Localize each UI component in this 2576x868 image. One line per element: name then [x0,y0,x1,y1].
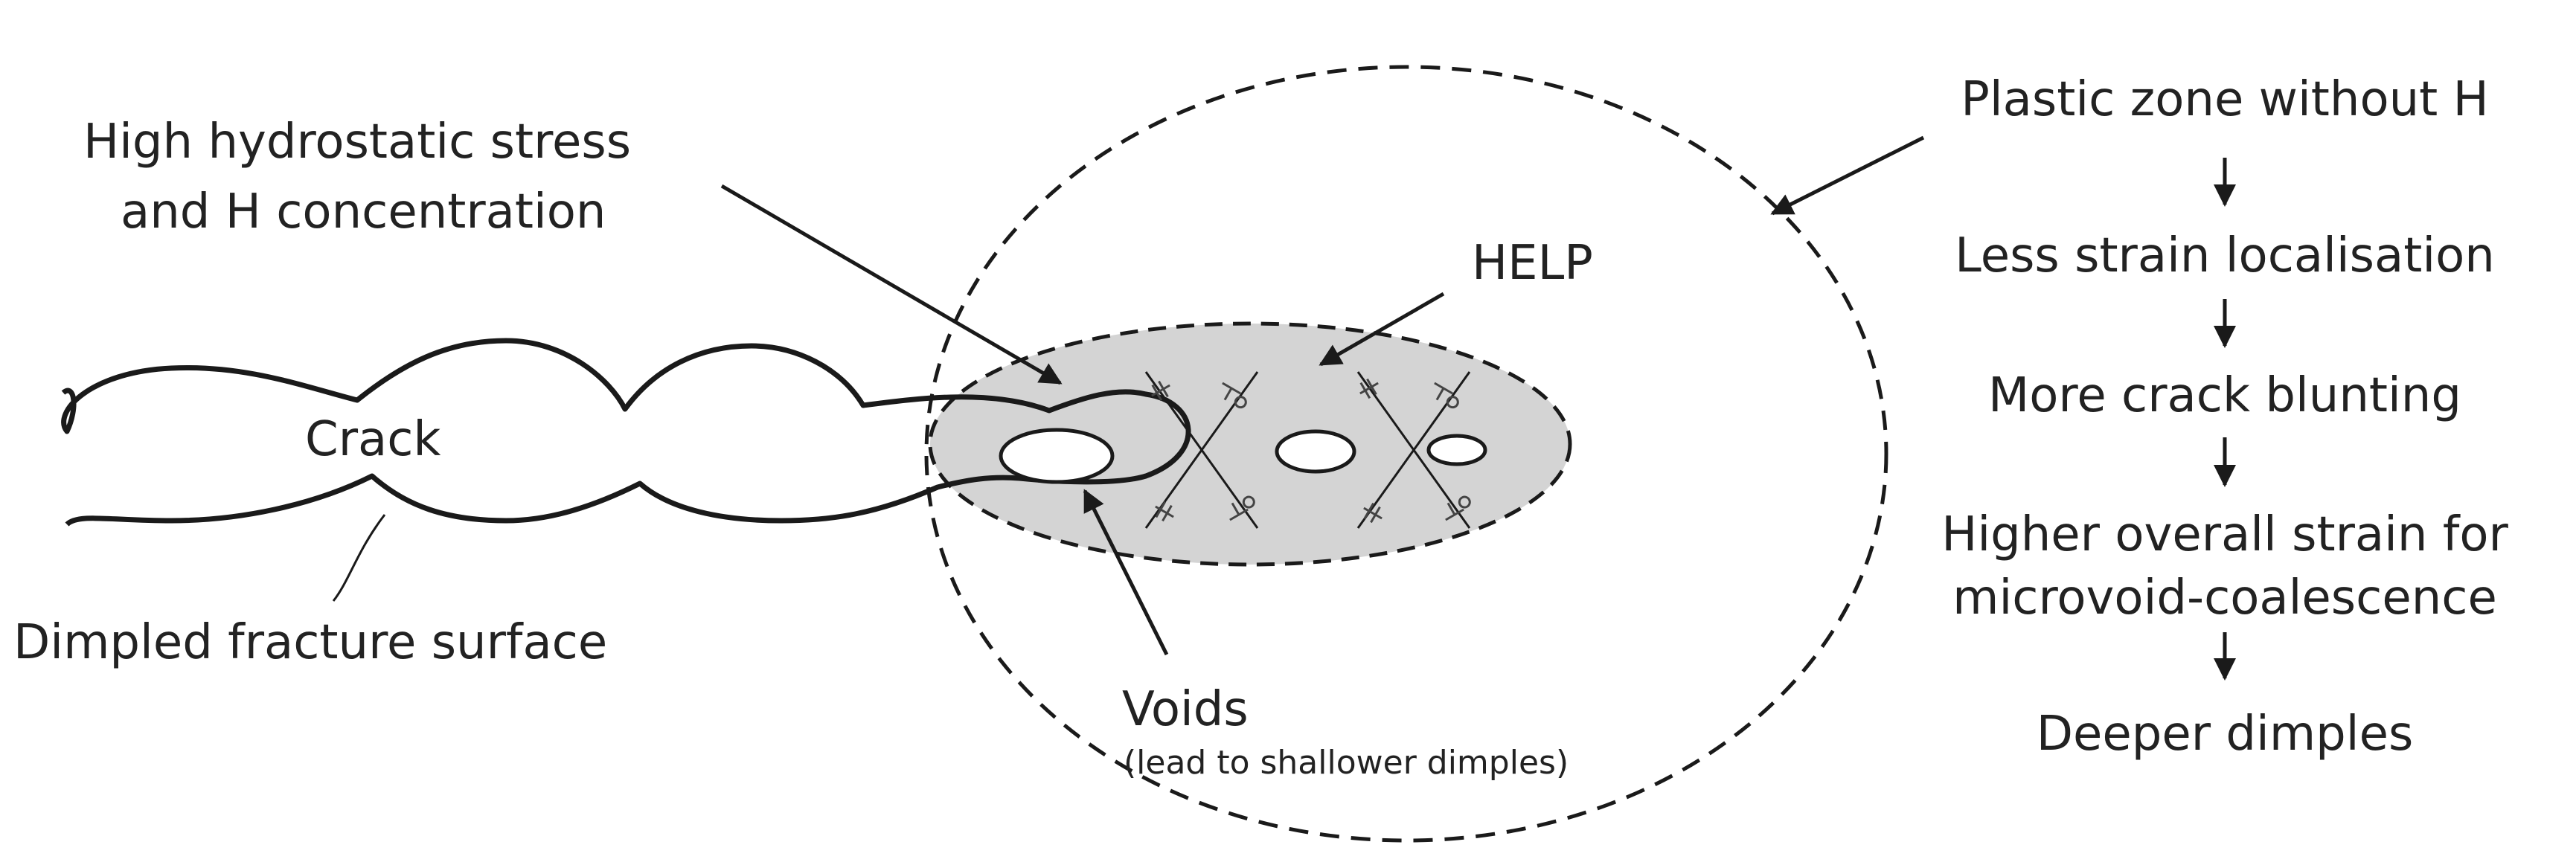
hydrostatic-label-line2: and H concentration [121,184,606,239]
flow-step-overall-strain-line1: Higher overall strain for [1941,507,2508,562]
void-small [1426,434,1487,466]
help-label: HELP [1472,236,1593,291]
help-arrow [1319,292,1445,367]
voids-label: Voids [1122,682,1249,737]
dislocation-symbols [1151,378,1471,524]
plastic-zone-arrow [1770,135,1925,216]
dimpled-leader [332,514,386,602]
void-medium [1275,429,1356,474]
dimpled-label: Dimpled fracture surface [13,615,607,670]
flow-step-crack-blunting: More crack blunting [1988,368,2461,423]
flow-step-overall-strain-line2: microvoid-coalescence [1952,570,2497,626]
flow-step-strain-localisation: Less strain localisation [1955,228,2495,283]
crack-outline [61,338,1191,527]
flow-step-deeper-dimples: Deeper dimples [2037,707,2414,762]
voids-arrow [1083,489,1169,656]
hydrostatic-label-line1: High hydrostatic stress [83,115,631,170]
plastic-zone-boundary [924,65,1888,843]
crack-label: Crack [305,412,440,467]
hydrostatic-arrow [720,184,1063,385]
voids-note: (lead to shallower dimples) [1124,744,1569,782]
flow-step-plastic-zone: Plastic zone without H [1961,72,2488,127]
void-large [999,428,1115,484]
